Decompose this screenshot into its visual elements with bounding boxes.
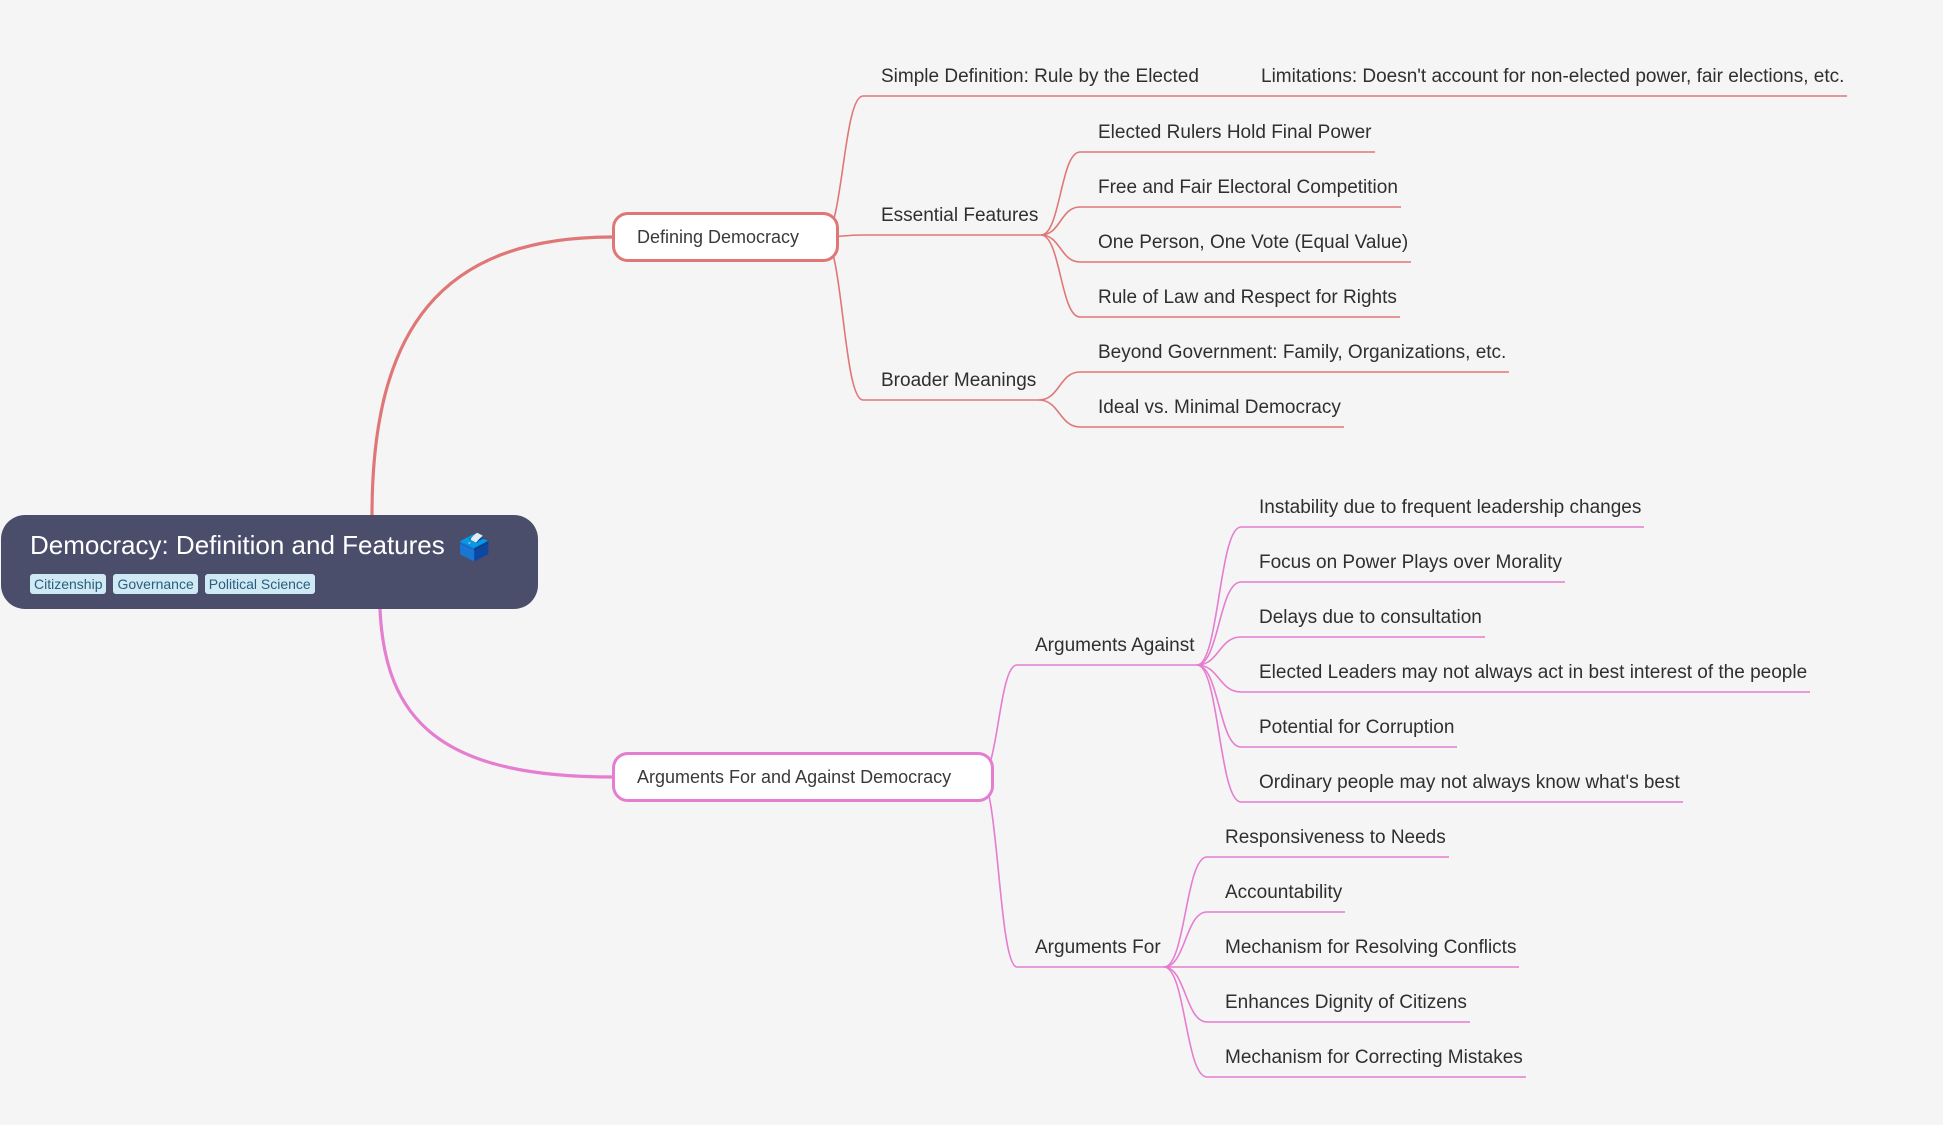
connector [1163,966,1208,1023]
node-rule-of-law[interactable]: Rule of Law and Respect for Rights [1098,287,1397,308]
connector [1163,856,1208,968]
node-power-plays[interactable]: Focus on Power Plays over Morality [1259,552,1563,573]
node-elected-leaders-interest[interactable]: Elected Leaders may not always act in be… [1259,662,1808,683]
connector [1040,234,1081,263]
node-delays[interactable]: Delays due to consultation [1259,607,1482,628]
connector [1196,664,1242,693]
node-arguments-for[interactable]: Arguments For [1035,937,1161,958]
node-ideal-vs-minimal[interactable]: Ideal vs. Minimal Democracy [1098,397,1341,418]
node-instability[interactable]: Instability due to frequent leadership c… [1259,497,1642,518]
connector [1038,371,1081,401]
branch-defining-democracy[interactable]: Defining Democracy [612,212,839,262]
node-ordinary-people[interactable]: Ordinary people may not always know what… [1259,772,1680,793]
node-elected-rulers[interactable]: Elected Rulers Hold Final Power [1098,122,1372,143]
tag-citizenship[interactable]: Citizenship [30,574,107,595]
node-resolving-conflicts[interactable]: Mechanism for Resolving Conflicts [1225,937,1517,958]
connector [1196,664,1242,803]
node-one-person-one-vote[interactable]: One Person, One Vote (Equal Value) [1098,232,1409,253]
tag-political-science[interactable]: Political Science [204,574,315,595]
connector [1040,234,1081,318]
connector [979,776,1018,968]
connector [1040,206,1081,236]
node-corruption[interactable]: Potential for Corruption [1259,717,1455,738]
node-accountability[interactable]: Accountability [1225,882,1343,903]
connector [1196,581,1242,666]
connector [1163,966,1208,1078]
node-arguments-against[interactable]: Arguments Against [1035,635,1195,656]
connector [1196,664,1242,748]
connector [1196,636,1242,666]
root-title-line: Democracy: Definition and Features 🗳️ [30,527,509,565]
node-simple-definition[interactable]: Simple Definition: Rule by the Elected [881,66,1199,87]
connector [1038,399,1081,428]
root-title: Democracy: Definition and Features [30,530,445,560]
branch-label: Defining Democracy [637,226,800,247]
root-connector [378,608,613,779]
node-essential-features[interactable]: Essential Features [881,205,1039,226]
node-correcting-mistakes[interactable]: Mechanism for Correcting Mistakes [1225,1047,1523,1068]
node-free-fair-competition[interactable]: Free and Fair Electoral Competition [1098,177,1398,198]
branch-arguments[interactable]: Arguments For and Against Democracy [612,752,994,802]
root-node[interactable]: Democracy: Definition and Features 🗳️ Ci… [1,515,538,609]
node-responsiveness[interactable]: Responsiveness to Needs [1225,827,1446,848]
tag-governance[interactable]: Governance [113,574,198,595]
node-broader-meanings[interactable]: Broader Meanings [881,370,1037,391]
node-dignity[interactable]: Enhances Dignity of Citizens [1225,992,1467,1013]
root-connector [370,235,613,516]
node-limitations[interactable]: Limitations: Doesn't account for non-ele… [1261,66,1845,87]
connector [1040,151,1081,236]
connector [1163,911,1208,968]
connector [1196,526,1242,666]
node-beyond-government[interactable]: Beyond Government: Family, Organizations… [1098,342,1507,363]
ballot-box-icon: 🗳️ [457,532,491,563]
tag-list: Citizenship Governance Political Science [30,574,509,595]
connector [822,236,864,401]
branch-label: Arguments For and Against Democracy [637,766,952,787]
